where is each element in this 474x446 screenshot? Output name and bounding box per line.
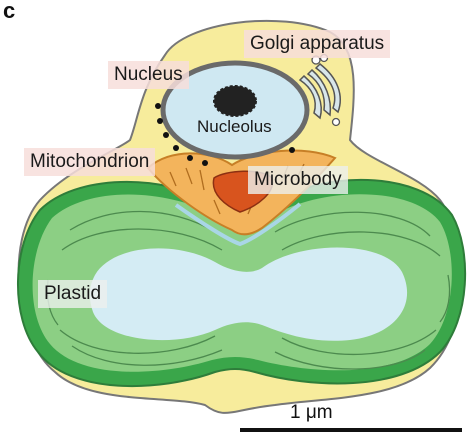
microbody-label: Microbody bbox=[248, 166, 348, 194]
golgi-stack bbox=[298, 63, 341, 120]
er-band bbox=[174, 202, 302, 247]
panel-label: c bbox=[3, 0, 16, 23]
scale-bar-label: 1 μm bbox=[290, 402, 333, 423]
nucleus-label: Nucleus bbox=[108, 61, 189, 89]
nucleolus-label: Nucleolus bbox=[197, 117, 272, 136]
plastid-label: Plastid bbox=[38, 280, 108, 308]
plastid-lumen bbox=[89, 247, 408, 341]
ribosome-dots bbox=[155, 103, 295, 166]
thylakoid-membranes bbox=[46, 210, 451, 370]
nucleolus-body bbox=[213, 85, 257, 117]
golgi-label: Golgi apparatus bbox=[244, 30, 391, 58]
mitochondrion-label: Mitochondrion bbox=[24, 148, 156, 176]
